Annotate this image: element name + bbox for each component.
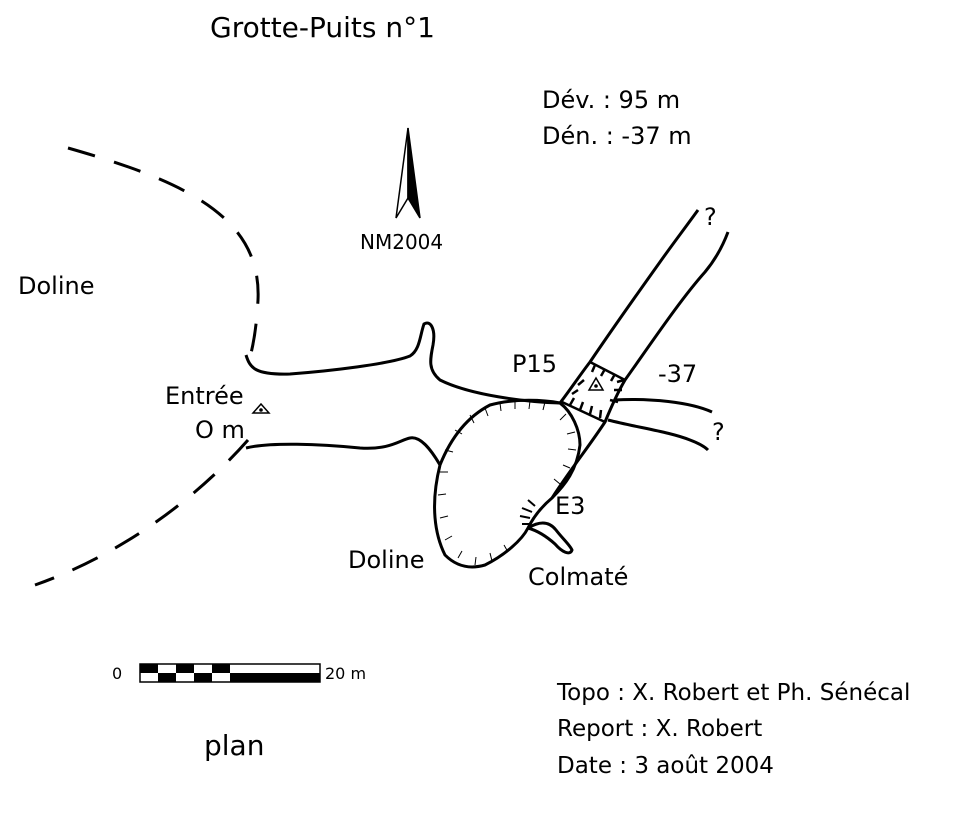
passage-right-lower — [607, 418, 710, 452]
p15-shaft-hachures — [561, 360, 626, 424]
rift-wall-right — [550, 231, 730, 499]
scale-end-label: 20 m — [325, 664, 367, 683]
scale-start-label: 0 — [112, 664, 123, 683]
e3-label: E3 — [555, 492, 586, 520]
credit-report: Report : X. Robert — [557, 716, 763, 742]
north-arrow-icon — [395, 127, 421, 219]
doline-chamber-outline — [433, 398, 582, 569]
passage-right-upper — [613, 398, 713, 414]
credit-date: Date : 3 août 2004 — [557, 753, 774, 779]
depth-stat: Dén. : -37 m — [542, 122, 692, 150]
entrance-station-icon — [251, 402, 271, 414]
doline-slope-hachures — [437, 400, 577, 566]
colmate-passage — [527, 521, 574, 555]
development-stat: Dév. : 95 m — [542, 86, 681, 114]
survey-title: Grotte-Puits n°1 — [210, 11, 435, 44]
doline-label-left: Doline — [18, 272, 95, 300]
gallery-wall-upper — [244, 321, 561, 405]
scale-bar-graphic — [139, 663, 321, 683]
unexplored-top-label: ? — [704, 203, 717, 231]
doline-label-bottom: Doline — [348, 546, 425, 574]
e3-shaft-hachures — [519, 499, 536, 525]
entrance-depth-label: O m — [195, 416, 245, 444]
p15-label: P15 — [512, 350, 558, 378]
credit-topo: Topo : X. Robert et Ph. Sénécal — [557, 680, 911, 706]
north-arrow-label: NM2004 — [360, 230, 444, 254]
unexplored-right-label: ? — [712, 418, 725, 446]
colmate-label: Colmaté — [528, 563, 629, 591]
view-label: plan — [204, 729, 265, 762]
gallery-wall-lower — [245, 436, 442, 466]
entrance-label: Entrée — [165, 382, 244, 410]
depth-37-label: -37 — [658, 360, 698, 388]
rift-wall-left — [558, 209, 700, 404]
doline-dashed-outline — [34, 146, 260, 587]
shaft-station-icon — [587, 376, 605, 391]
